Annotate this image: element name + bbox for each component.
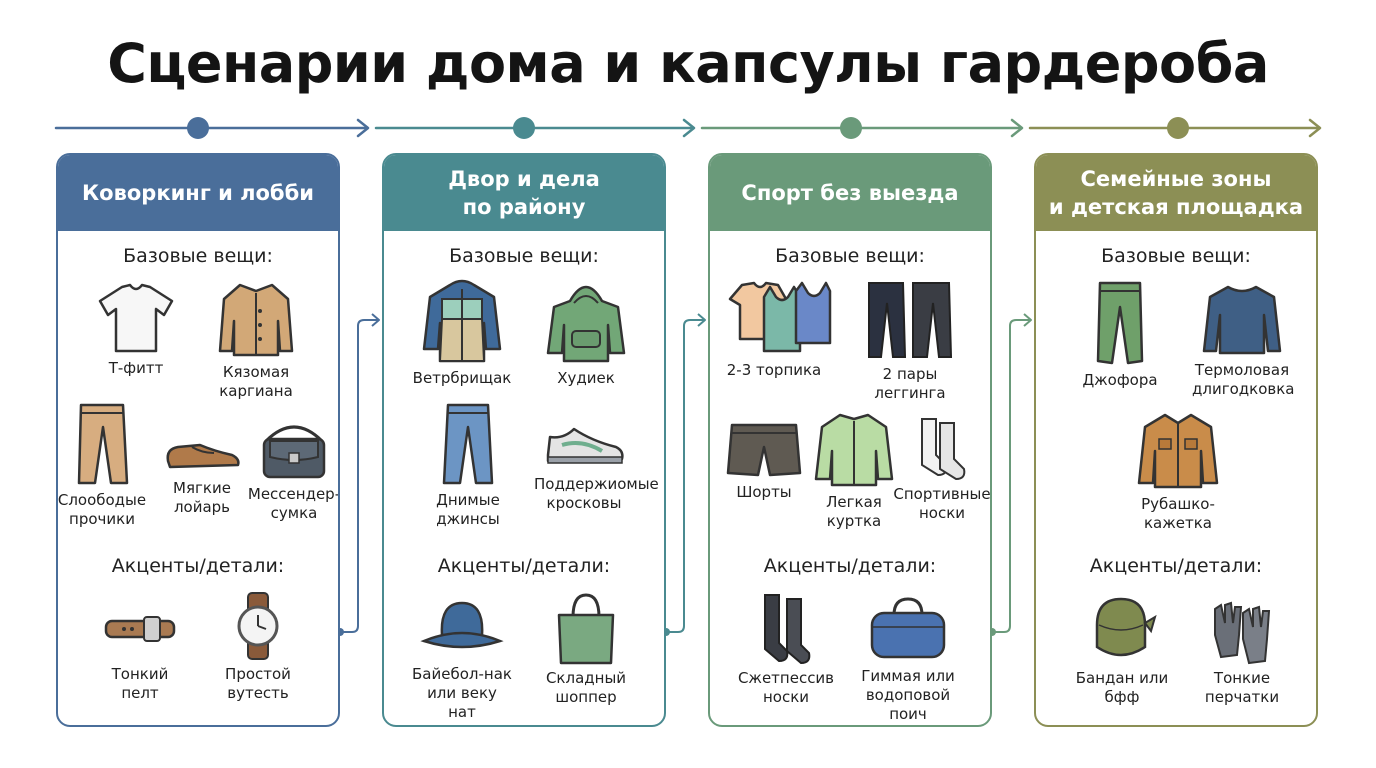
card-header: Двор и дела по району [384, 155, 664, 231]
item-label: Мягкие лойарь [173, 479, 231, 516]
item-label: Сжетпессив носки [737, 669, 835, 706]
trousers-icon [77, 403, 129, 485]
messenger-bag-icon [262, 425, 326, 479]
item-label: Джофора [1082, 371, 1158, 389]
item-t-shirt: Т-фитт [86, 281, 186, 378]
item-hoodie: Худиек [536, 279, 636, 388]
loafer-icon [166, 443, 240, 469]
item-label: Байебол-нак или веку нат [412, 665, 512, 721]
item-label: Легкая куртка [826, 493, 882, 530]
bucket-hat-icon [420, 601, 504, 649]
item-label: Термоловая длигодковка [1192, 361, 1295, 398]
item-label: Худиек [557, 369, 615, 387]
item-compression-socks: Сжетпессив носки [736, 591, 836, 707]
longsleeve-icon [1202, 285, 1282, 355]
page-title: Сценарии дома и капсулы гардероба [107, 32, 1269, 95]
item-tote-bag: Складный шоппер [536, 591, 636, 707]
item-sport-socks: Спортивные носки [892, 415, 991, 523]
bandana-icon [1095, 597, 1157, 657]
gloves-icon [1214, 601, 1271, 665]
item-bucket-hat: Байебол-нак или веку нат [412, 595, 512, 722]
scenario-card-sport: Спорт без выезда Базовые вещи: 2-3 торпи… [708, 153, 992, 727]
item-cardigan: Кязомая каргиана [206, 281, 306, 401]
item-bandana: Бандан или бфф [1072, 595, 1172, 707]
item-label: Поддержиомые кросковы [534, 475, 659, 512]
item-belt: Тонкий пелт [90, 601, 190, 703]
accent-items-title: Акценты/детали: [437, 555, 611, 577]
card-header: Коворкинг и лобби [58, 155, 338, 231]
item-label: Мессендер- сумка [247, 485, 340, 522]
item-label: Гиммая или водоповой поич [861, 667, 955, 723]
item-watch: Простой вутесть [208, 591, 308, 703]
item-label: Складный шоппер [545, 669, 627, 706]
item-longsleeve: Термоловая длигодковка [1192, 283, 1295, 399]
item-sneaker: Поддержиомые кросковы [534, 421, 659, 513]
base-items-title: Базовые вещи: [775, 245, 925, 267]
item-joggers: Джофора [1070, 279, 1170, 390]
sport-socks-icon [921, 418, 966, 481]
base-items-title: Базовые вещи: [449, 245, 599, 267]
cardigan-icon [218, 283, 294, 357]
item-overshirt: Рубашко- кажетка [1128, 411, 1228, 533]
item-tops: 2-3 торпика [724, 281, 832, 380]
overshirt-icon [1137, 413, 1219, 489]
item-windbreaker: Ветрбрищак [412, 279, 512, 388]
item-label: Кязомая каргиана [219, 363, 293, 400]
joggers-icon [1096, 281, 1144, 365]
item-jeans: Днимые джинсы [418, 401, 518, 529]
accent-items-title: Акценты/детали: [763, 555, 937, 577]
item-leggings: 2 пары леггинга [860, 279, 960, 403]
item-label: Тонкие перчатки [1204, 669, 1280, 706]
accent-items-title: Акценты/детали: [111, 555, 285, 577]
item-label: Т-фитт [108, 359, 164, 377]
item-trousers: Слоободые прочики [57, 401, 152, 529]
item-label: 2-3 торпика [726, 361, 822, 379]
duffel-bag-icon [870, 597, 946, 659]
light-jacket-icon [814, 413, 894, 487]
tote-bag-icon [557, 593, 615, 665]
scenario-card-family: Семейные зоны и детская площадка Базовые… [1034, 153, 1318, 727]
belt-icon [104, 616, 176, 642]
item-loafer: Мягкие лойарь [152, 431, 252, 517]
item-label: Днимые джинсы [436, 491, 500, 528]
base-items-title: Базовые вещи: [123, 245, 273, 267]
item-label: Тонкий пелт [111, 665, 169, 702]
item-shorts: Шорты [714, 421, 814, 502]
item-label: Шорты [736, 483, 792, 501]
t-shirt-icon [98, 283, 174, 353]
tops-icon [728, 281, 832, 353]
item-light-jacket: Легкая куртка [804, 411, 904, 531]
watch-icon [237, 592, 279, 660]
item-label: 2 пары леггинга [874, 365, 946, 402]
item-duffel-bag: Гиммая или водоповой поич [858, 595, 958, 724]
accent-items-title: Акценты/детали: [1089, 555, 1263, 577]
card-header: Спорт без выезда [710, 155, 990, 231]
item-messenger-bag: Мессендер- сумка [244, 421, 340, 523]
base-items-title: Базовые вещи: [1101, 245, 1251, 267]
card-header: Семейные зоны и детская площадка [1036, 155, 1316, 231]
windbreaker-icon [422, 279, 502, 363]
item-label: Слоободые прочики [57, 491, 147, 528]
scenario-card-yard: Двор и дела по району Базовые вещи: Ветр… [382, 153, 666, 727]
leggings-icon [868, 282, 953, 358]
jeans-icon [442, 403, 494, 485]
item-label: Ветрбрищак [412, 369, 512, 387]
item-label: Простой вутесть [225, 665, 291, 702]
sneaker-icon [546, 427, 624, 464]
item-label: Спортивные носки [893, 485, 991, 522]
scenario-card-coworking: Коворкинг и лобби Базовые вещи: Т-фитт К… [56, 153, 340, 727]
item-label: Бандан или бфф [1075, 669, 1169, 706]
hoodie-icon [546, 285, 626, 363]
item-label: Рубашко- кажетка [1141, 495, 1215, 532]
item-gloves: Тонкие перчатки [1192, 595, 1292, 707]
shorts-icon [726, 423, 802, 477]
compression-socks-icon [764, 594, 811, 665]
